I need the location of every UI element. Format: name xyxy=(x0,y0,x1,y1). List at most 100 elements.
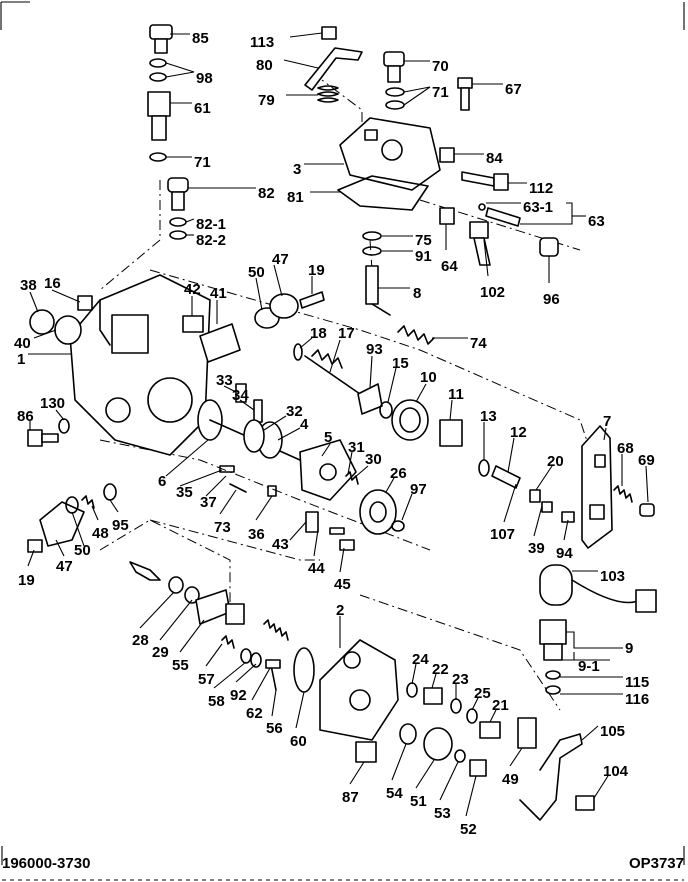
part-label-70: 70 xyxy=(432,58,449,75)
part-label-68: 68 xyxy=(617,440,634,457)
part-label-28: 28 xyxy=(132,632,149,649)
part-label-7: 7 xyxy=(603,413,611,430)
part-label-42: 42 xyxy=(184,281,201,298)
part-label-38: 38 xyxy=(20,277,37,294)
part-label-112: 112 xyxy=(529,180,553,197)
part-label-95: 95 xyxy=(112,517,129,534)
spring-18-17 xyxy=(293,343,361,395)
part-label-5: 5 xyxy=(324,429,332,446)
part-label-82-1: 82-1 xyxy=(196,216,226,233)
drawing-code-left: 196000-3730 xyxy=(2,855,90,872)
part-label-86: 86 xyxy=(17,408,34,425)
pins-43-44-45 xyxy=(305,511,355,551)
screw-82 xyxy=(167,177,189,240)
part-label-113: 113 xyxy=(250,34,274,51)
part-label-103: 103 xyxy=(600,568,625,585)
part-label-21: 21 xyxy=(492,697,509,714)
drawing-code-right: OP3737 xyxy=(629,855,684,872)
nut-64 xyxy=(439,207,455,225)
part-label-64: 64 xyxy=(441,258,458,275)
part-label-12: 12 xyxy=(510,424,527,441)
part-label-97: 97 xyxy=(410,481,427,498)
part-label-51: 51 xyxy=(410,793,427,810)
solenoid-103 xyxy=(539,564,657,613)
part-label-91: 91 xyxy=(415,248,432,265)
ring-97 xyxy=(391,520,405,532)
spring-68-69 xyxy=(613,485,655,517)
part-label-31: 31 xyxy=(348,439,365,456)
part-label-3: 3 xyxy=(293,161,301,178)
seal-38-40 xyxy=(29,309,82,345)
part-label-9: 9 xyxy=(625,640,633,657)
part-label-26: 26 xyxy=(390,465,407,482)
part-label-82: 82 xyxy=(258,185,275,202)
part-label-48: 48 xyxy=(92,525,109,542)
part-label-13: 13 xyxy=(480,408,497,425)
part-label-47b: 47 xyxy=(56,558,73,575)
part-label-85: 85 xyxy=(192,30,209,47)
part-label-2: 2 xyxy=(336,602,344,619)
screw-112 xyxy=(461,171,509,191)
screw-67 xyxy=(457,77,473,111)
part-label-34: 34 xyxy=(232,387,249,404)
part-label-130: 130 xyxy=(40,395,65,412)
nut-113 xyxy=(321,26,337,40)
part-label-74: 74 xyxy=(470,335,487,352)
part-label-92: 92 xyxy=(230,687,247,704)
part-label-79: 79 xyxy=(258,92,275,109)
washers-75-91 xyxy=(362,231,382,256)
part-label-8: 8 xyxy=(413,285,421,302)
rotor-5 xyxy=(299,439,357,501)
part-label-73: 73 xyxy=(214,519,231,536)
part-label-71a: 71 xyxy=(194,154,211,171)
part-label-45: 45 xyxy=(334,576,351,593)
part-label-6: 6 xyxy=(158,473,166,490)
plate-33-34 xyxy=(235,383,263,423)
lever-80 xyxy=(304,47,363,91)
part-label-17: 17 xyxy=(338,325,355,342)
part-label-36: 36 xyxy=(248,526,265,543)
part-label-67: 67 xyxy=(505,81,522,98)
block-11 xyxy=(439,419,463,447)
part-label-15: 15 xyxy=(392,355,409,372)
part-label-10: 10 xyxy=(420,369,437,386)
part-label-39: 39 xyxy=(528,540,545,557)
part-label-32: 32 xyxy=(286,403,303,420)
part-label-4: 4 xyxy=(300,416,309,433)
part-label-96: 96 xyxy=(543,291,560,308)
governor-cover-3 xyxy=(339,117,441,191)
plug-49 xyxy=(517,717,537,749)
part-label-69: 69 xyxy=(638,452,655,469)
part-label-43: 43 xyxy=(272,536,289,553)
gear-4-32 xyxy=(243,419,265,453)
part-label-56: 56 xyxy=(266,720,283,737)
part-label-53: 53 xyxy=(434,805,451,822)
cover-47-48-50-95 xyxy=(39,483,117,547)
sleeve-10 xyxy=(391,399,429,441)
washer-15 xyxy=(379,401,393,419)
spring-head-top xyxy=(263,619,289,641)
nut-84 xyxy=(439,147,455,163)
bracket-105 xyxy=(519,733,583,821)
part-label-71b: 71 xyxy=(432,84,449,101)
part-label-102: 102 xyxy=(480,284,505,301)
part-label-35: 35 xyxy=(176,484,193,501)
part-label-30: 30 xyxy=(365,451,382,468)
bolt-85 xyxy=(149,24,173,54)
part-label-55: 55 xyxy=(172,657,189,674)
bolt-102 xyxy=(469,221,491,266)
part-label-93: 93 xyxy=(366,341,383,358)
part-label-98: 98 xyxy=(196,70,213,87)
part-label-20: 20 xyxy=(547,453,564,470)
part-label-52: 52 xyxy=(460,821,477,838)
gasket-81 xyxy=(337,175,429,211)
lever-8 xyxy=(365,265,391,316)
part-label-80: 80 xyxy=(256,57,273,74)
part-label-60: 60 xyxy=(290,733,307,750)
screw-63 xyxy=(478,203,521,227)
part-label-9-1: 9-1 xyxy=(578,658,600,675)
part-label-58: 58 xyxy=(208,693,225,710)
